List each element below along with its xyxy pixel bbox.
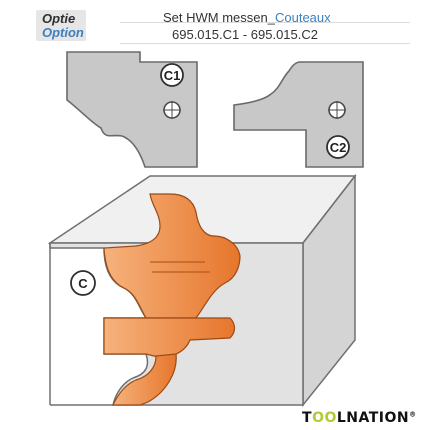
product-title-main: Set HWM messen_	[163, 10, 275, 25]
label-ring-c2	[326, 135, 350, 159]
product-codes: 695.015.C1 - 695.015.C2	[172, 27, 318, 42]
mounting-hole-icon	[328, 101, 346, 119]
label-c2: C2	[330, 140, 347, 155]
toolnation-logo: TOOLNATION®	[302, 410, 417, 426]
workpiece-block: C	[47, 173, 357, 408]
option-badge: Optie Option	[36, 10, 86, 41]
mounting-hole-icon	[163, 101, 181, 119]
label-ring-c1	[160, 63, 184, 87]
profile-bottom	[112, 353, 177, 406]
logo-part-1: T	[302, 410, 313, 426]
product-title-accent: Couteaux	[274, 10, 331, 25]
option-badge-dutch: Optie	[42, 11, 76, 26]
product-title: Set HWM messen_Couteaux	[163, 10, 331, 25]
header-rule-bottom	[120, 43, 410, 44]
header-rule-top	[120, 22, 410, 23]
logo-trademark: ®	[409, 410, 417, 419]
label-ring-c	[70, 270, 96, 296]
logo-part-3: LNATION	[336, 410, 410, 426]
knife-c1: C1	[66, 51, 198, 168]
label-c1: C1	[164, 68, 181, 83]
option-badge-french: Option	[42, 25, 84, 40]
logo-part-2: OO	[312, 410, 337, 426]
knife-c2: C2	[233, 61, 364, 168]
label-c: C	[78, 276, 88, 291]
profile-upper	[103, 193, 241, 319]
